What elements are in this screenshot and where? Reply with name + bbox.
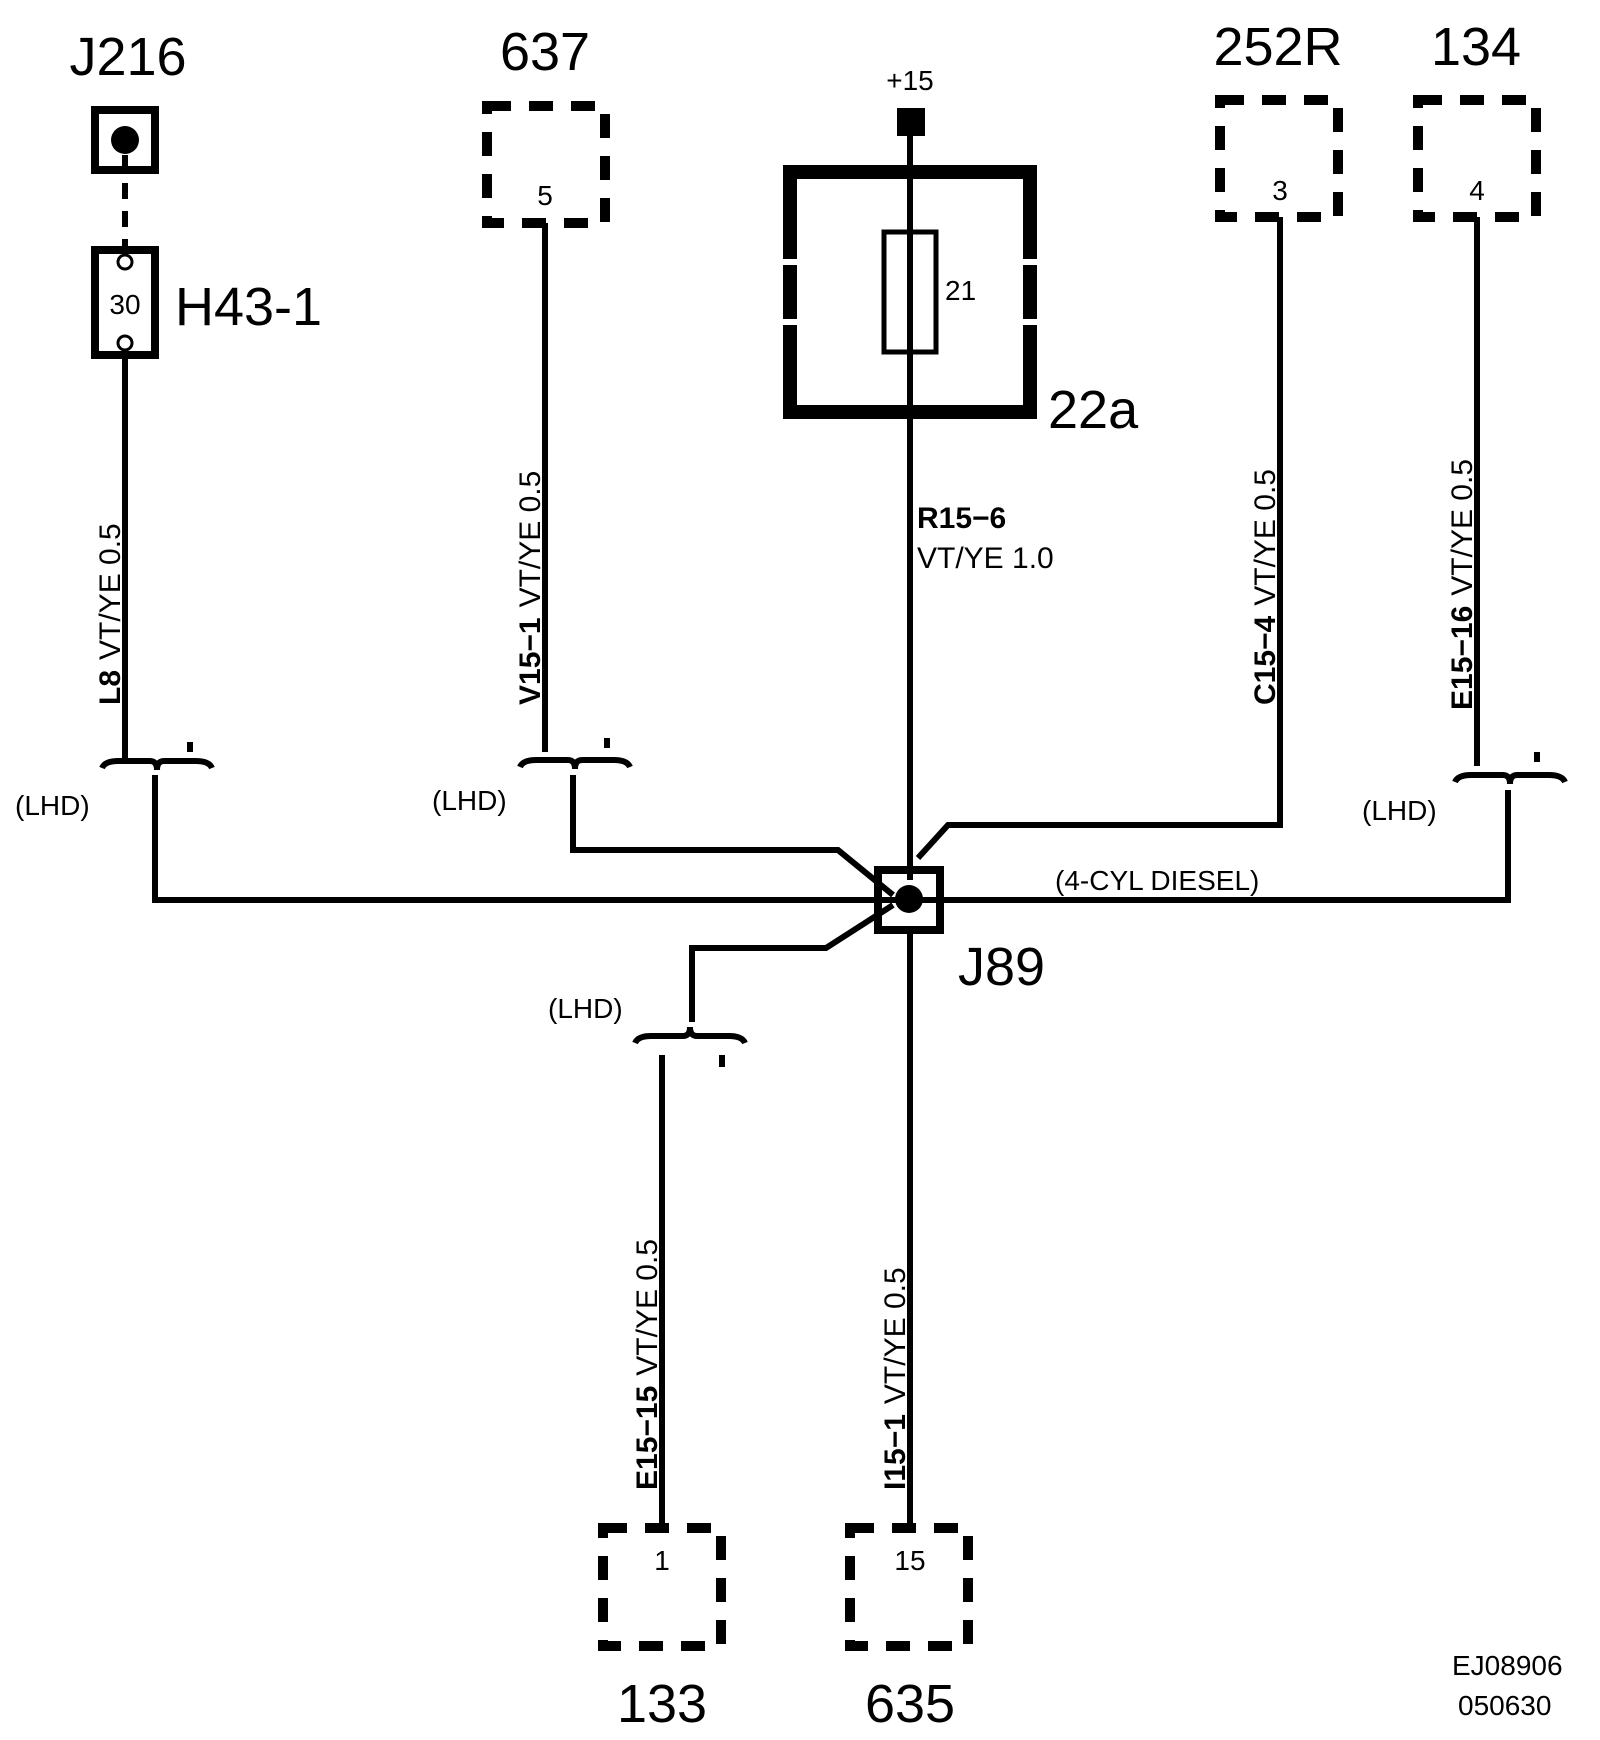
conn-635-label: 635 — [865, 1674, 955, 1734]
h43-1-top-terminal — [116, 253, 134, 271]
wire-e15-16-id: E15−16 — [1446, 606, 1479, 710]
conn-133-label: 133 — [617, 1674, 707, 1734]
conn-133-pin: 1 — [654, 1545, 670, 1576]
diagram-date: 050630 — [1458, 1690, 1551, 1721]
h43-1-label: H43-1 — [175, 277, 322, 337]
wire-l8-id: L8 — [94, 670, 127, 705]
lhd-brace-3 — [1452, 772, 1568, 785]
conn-252r-label: 252R — [1213, 17, 1342, 77]
j216-terminal-dot — [111, 126, 139, 154]
lhd-note-1: (LHD) — [15, 790, 90, 821]
wire-v15-1-to-j89 — [570, 775, 895, 898]
j89-label: J89 — [958, 937, 1045, 997]
wire-v15-1-spec: VT/YE 0.5 — [514, 471, 547, 608]
wire-c15-4-text: C15−4 VT/YE 0.5 — [1249, 469, 1282, 705]
plus15-terminal — [897, 108, 925, 136]
wire-i15-1-id: I15−1 — [879, 1414, 912, 1490]
conn-133 — [598, 1523, 726, 1651]
wire-l8-text: L8 VT/YE 0.5 — [94, 523, 127, 705]
wire-r15-6-id: R15−6 — [917, 502, 1006, 535]
wire-i15-1-text: I15−1 VT/YE 0.5 — [879, 1267, 912, 1490]
wire-v15-1-text: V15−1 VT/YE 0.5 — [514, 471, 547, 705]
diesel-note: (4-CYL DIESEL) — [1055, 865, 1259, 896]
conn-637-pin: 5 — [537, 180, 553, 211]
conn-637-label: 637 — [500, 22, 590, 82]
wire-e15-15-spec: VT/YE 0.5 — [631, 1239, 664, 1376]
wire-c15-4-spec: VT/YE 0.5 — [1249, 469, 1282, 606]
wire-l8-to-j89 — [152, 775, 915, 903]
wire-i15-1-spec: VT/YE 0.5 — [879, 1267, 912, 1404]
lhd-note-2: (LHD) — [432, 785, 507, 816]
conn-134-label: 134 — [1431, 17, 1521, 77]
fuse-box-22a — [783, 165, 1037, 419]
conn-134-pin: 4 — [1469, 175, 1485, 206]
conn-635 — [845, 1523, 973, 1651]
wire-e15-16-to-j89 — [905, 790, 1511, 903]
fuse-box-label: 22a — [1048, 380, 1139, 440]
lhd-brace-4 — [632, 1026, 748, 1045]
diagram-code: EJ08906 — [1452, 1650, 1563, 1681]
fuse-number: 21 — [945, 275, 976, 306]
wire-r15-6-spec: VT/YE 1.0 — [917, 542, 1054, 575]
h43-1-pin: 30 — [109, 289, 140, 320]
plus15-label: +15 — [886, 65, 934, 96]
lhd-brace-2 — [517, 757, 633, 770]
wire-e15-15-from-j89 — [689, 902, 895, 1022]
wire-e15-15-id: E15−15 — [631, 1386, 664, 1490]
conn-252r-pin: 3 — [1272, 175, 1288, 206]
lhd-note-4: (LHD) — [548, 993, 623, 1024]
j89-splice-dot — [895, 885, 923, 913]
wire-e15-15-text: E15−15 VT/YE 0.5 — [631, 1239, 664, 1490]
wire-c15-4-id: C15−4 — [1249, 615, 1282, 705]
wire-v15-1-id: V15−1 — [514, 617, 547, 705]
wire-e15-16-text: E15−16 VT/YE 0.5 — [1446, 459, 1479, 710]
h43-1-bottom-terminal — [116, 334, 134, 352]
lhd-note-3: (LHD) — [1362, 795, 1437, 826]
lhd-brace-1 — [99, 758, 215, 771]
wire-l8-spec: VT/YE 0.5 — [94, 523, 127, 660]
wire-c15-4 — [915, 217, 1283, 861]
j216-label: J216 — [69, 27, 186, 87]
wire-e15-16-spec: VT/YE 0.5 — [1446, 459, 1479, 596]
conn-635-pin: 15 — [894, 1545, 925, 1576]
